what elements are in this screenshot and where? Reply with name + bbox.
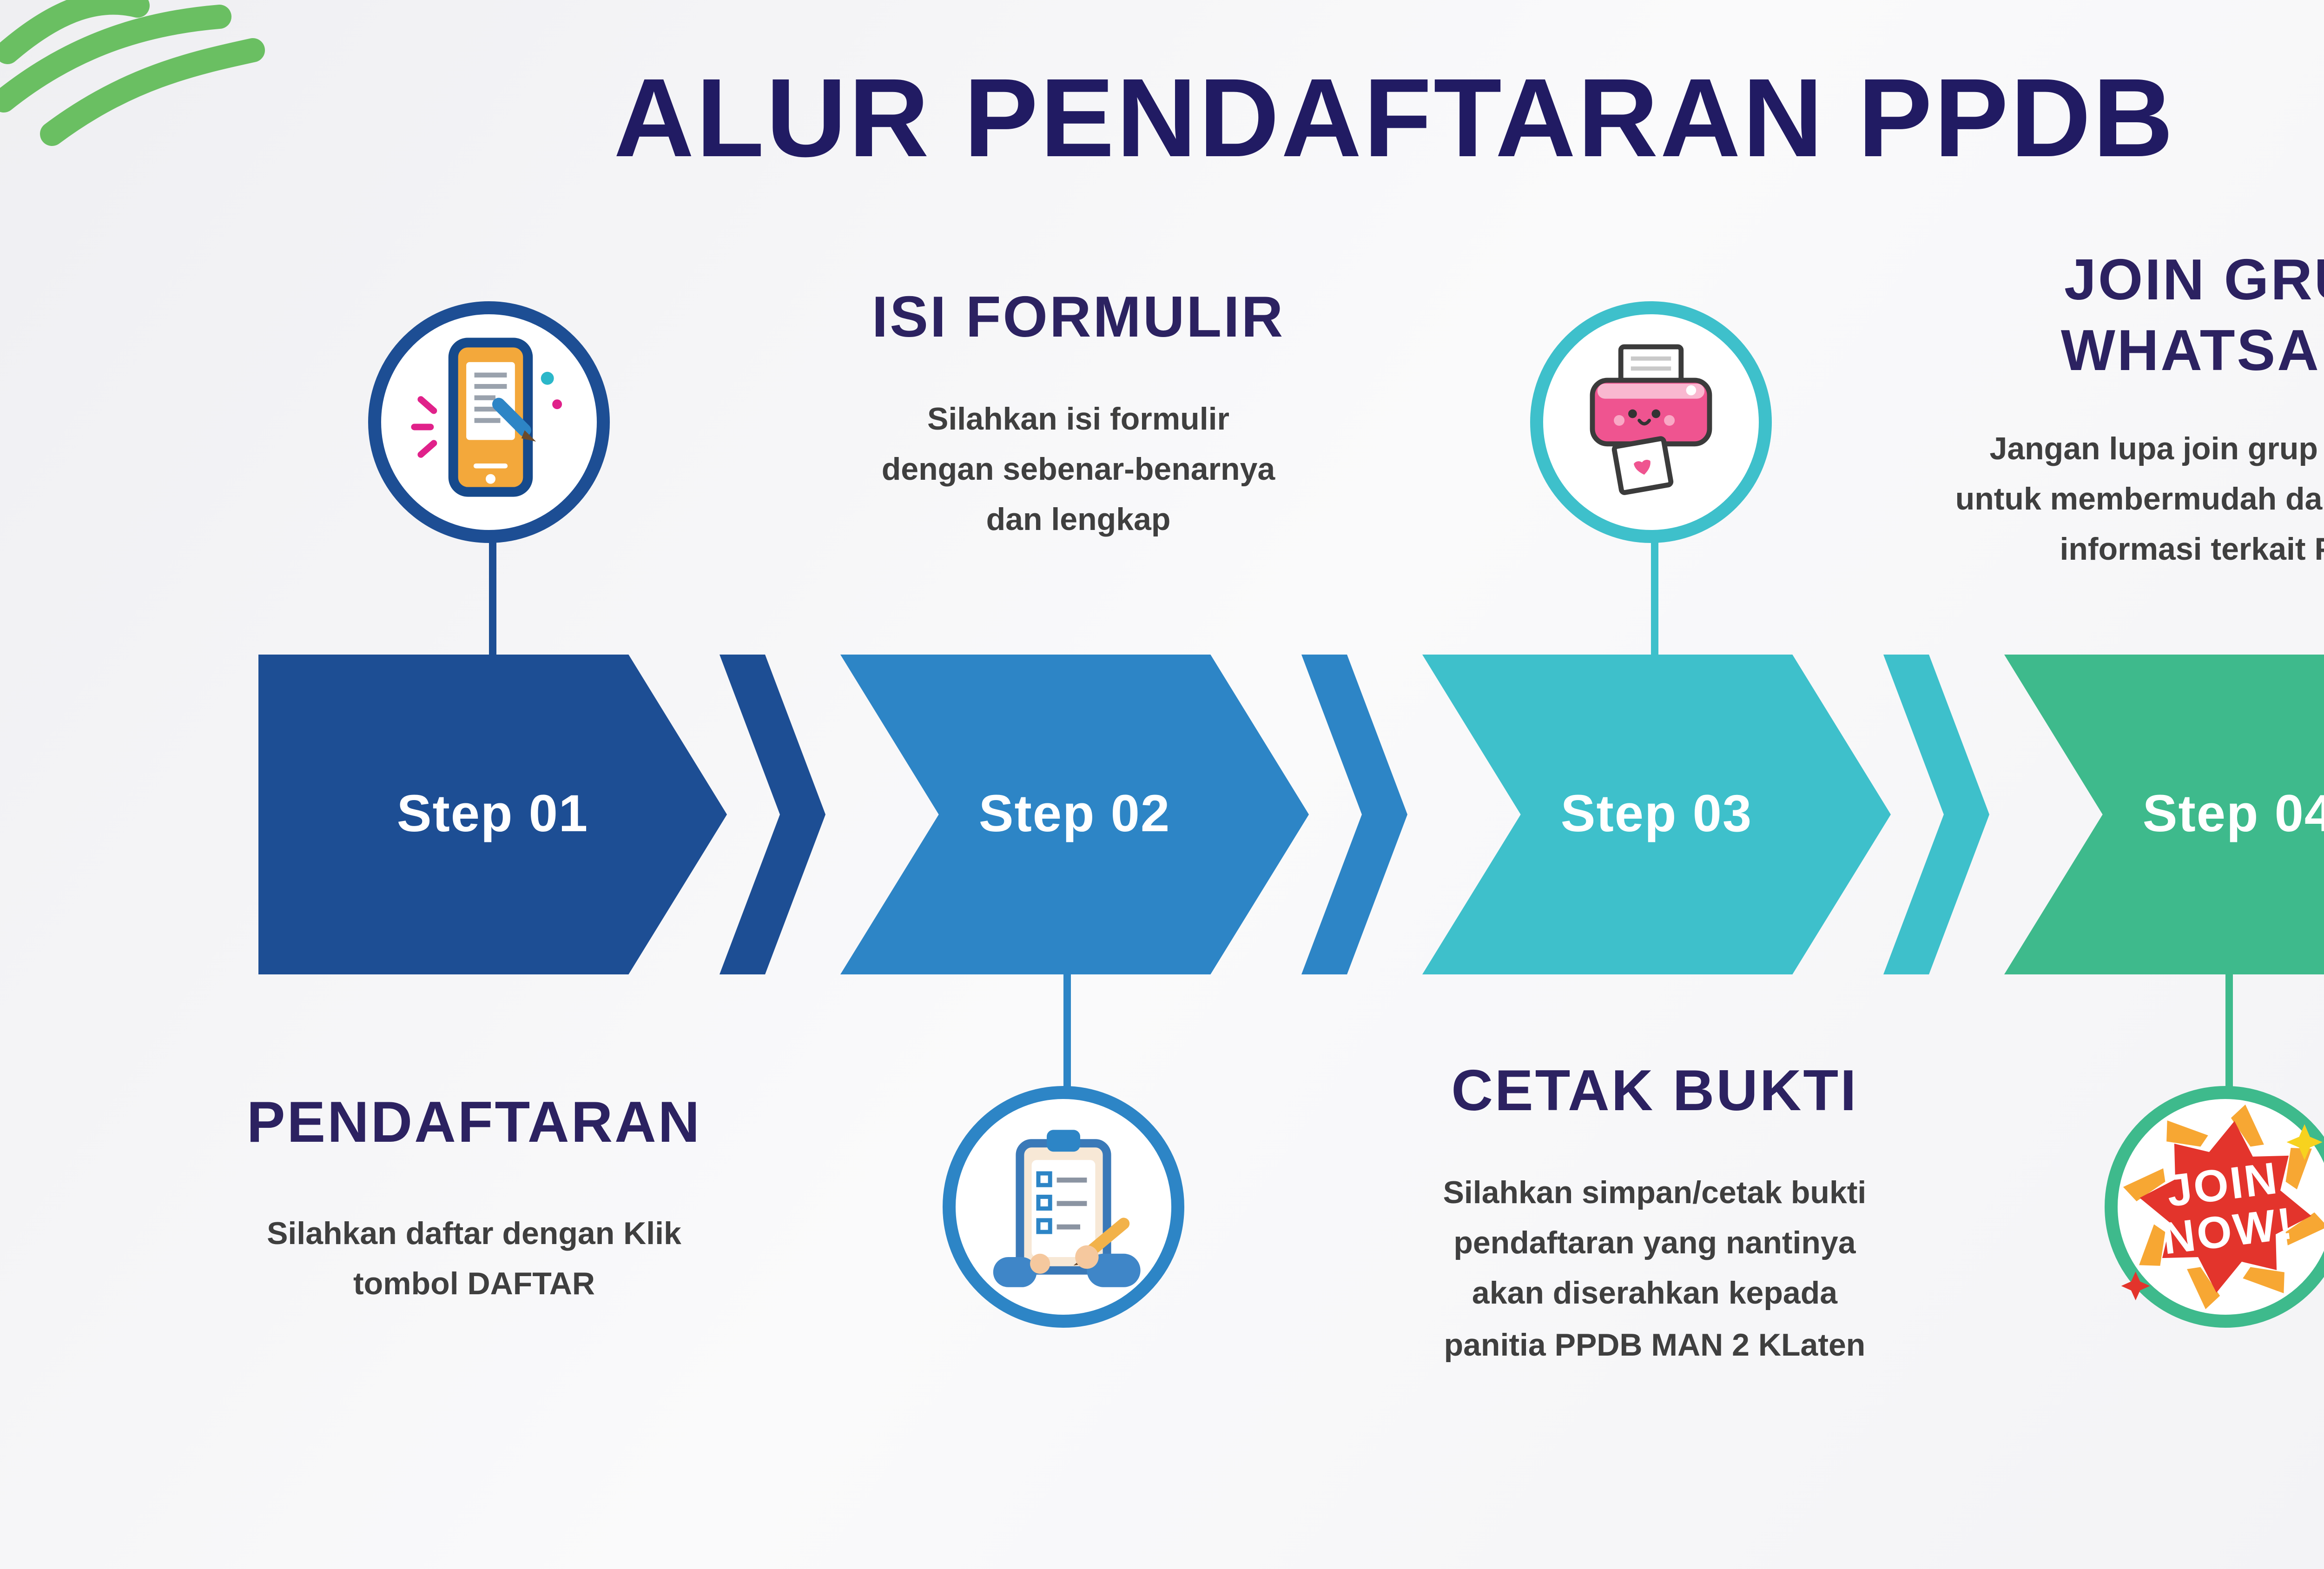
step2-heading: ISI FORMULIR	[872, 285, 1285, 350]
clipboard-form-icon	[993, 1130, 1141, 1287]
chevron-separator-2	[1301, 655, 1407, 974]
step-label-1: Step 01	[396, 785, 589, 842]
step1-description: Silahkan daftar dengan Klik tombol DAFTA…	[267, 1216, 681, 1302]
connector-step1	[489, 539, 496, 658]
step4-heading: JOIN GRUP WHATSAPP	[2060, 247, 2324, 383]
step3-description: Silahkan simpan/cetak bukti pendaftaran …	[1443, 1175, 1867, 1363]
connector-step4	[2225, 971, 2233, 1093]
step4-description: Jangan lupa join grup whatsapp untuk mem…	[1955, 431, 2324, 568]
step-label-3: Step 03	[1560, 785, 1753, 842]
phone-registration-icon	[411, 338, 562, 497]
connector-step3	[1651, 539, 1658, 658]
page-title: ALUR PENDAFTARAN PPDB	[614, 56, 2175, 180]
step-label-4: Step 04	[2142, 785, 2324, 842]
step2-description: Silahkan isi formulir dengan sebenar-ben…	[881, 402, 1275, 538]
step-arrow-1: Step 01	[258, 655, 727, 974]
step-arrow-3: Step 03	[1422, 655, 1891, 974]
chevron-separator-1	[720, 655, 825, 974]
printer-icon	[1590, 344, 1712, 495]
connector-step2	[1063, 971, 1071, 1093]
chevron-separator-3	[1883, 655, 1989, 974]
step-arrow-4: Step 04	[2004, 655, 2324, 974]
green-scribble-icon	[0, 0, 265, 146]
step-label-2: Step 02	[978, 785, 1171, 842]
step2-icon-circle	[943, 1086, 1184, 1328]
step4-icon-circle: JOIN NOW!	[2105, 1086, 2324, 1328]
step1-icon-circle	[368, 301, 610, 543]
join-now-burst-icon: JOIN NOW!	[2121, 1104, 2324, 1310]
step1-heading: PENDAFTARAN	[246, 1090, 702, 1155]
step-arrow-2: Step 02	[840, 655, 1309, 974]
step3-heading: CETAK BUKTI	[1451, 1058, 1858, 1123]
step3-icon-circle	[1530, 301, 1772, 543]
